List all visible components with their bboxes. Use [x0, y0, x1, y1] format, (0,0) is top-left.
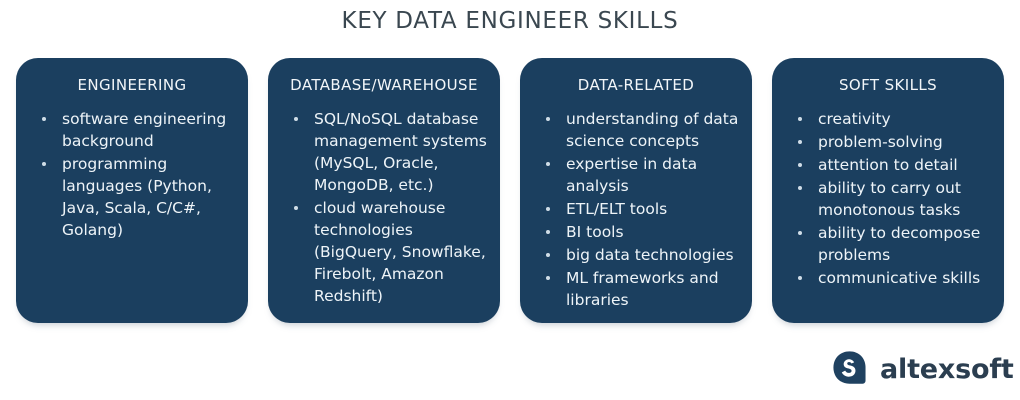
- list-item: software engineering background: [40, 108, 236, 152]
- list-item-label: attention to detail: [818, 156, 958, 174]
- list-item: attention to detail: [796, 154, 992, 176]
- list-item-label: cloud warehouse technologies (BigQuery, …: [314, 199, 486, 305]
- list-item-label: creativity: [818, 110, 891, 128]
- bullet-dot-icon: [546, 230, 550, 234]
- list-item-label: understanding of data science concepts: [566, 110, 739, 150]
- skill-card-engineering: ENGINEERING software engineering backgro…: [16, 58, 248, 323]
- skill-card-soft-skills: SOFT SKILLS creativity problem-solving a…: [772, 58, 1004, 323]
- bullet-dot-icon: [294, 117, 298, 121]
- list-item-label: ML frameworks and libraries: [566, 269, 719, 309]
- bullet-dot-icon: [546, 117, 550, 121]
- altexsoft-logo: altexsoft: [832, 348, 1014, 390]
- list-item: ability to carry out monotonous tasks: [796, 177, 992, 221]
- list-item: BI tools: [544, 221, 740, 243]
- list-item: ETL/ELT tools: [544, 198, 740, 220]
- card-bullet-list: SQL/NoSQL database management systems (M…: [280, 108, 488, 307]
- list-item-label: BI tools: [566, 223, 624, 241]
- bullet-dot-icon: [798, 186, 802, 190]
- list-item-label: expertise in data analysis: [566, 155, 698, 195]
- bullet-dot-icon: [294, 206, 298, 210]
- altexsoft-wordmark: altexsoft: [880, 353, 1014, 385]
- bullet-dot-icon: [546, 276, 550, 280]
- list-item: big data technologies: [544, 244, 740, 266]
- bullet-dot-icon: [546, 253, 550, 257]
- list-item-label: programming languages (Python, Java, Sca…: [62, 155, 212, 239]
- list-item: communicative skills: [796, 267, 992, 289]
- list-item-label: SQL/NoSQL database management systems (M…: [314, 110, 487, 194]
- bullet-dot-icon: [42, 117, 46, 121]
- list-item-label: problem-solving: [818, 133, 943, 151]
- list-item: understanding of data science concepts: [544, 108, 740, 152]
- list-item-label: communicative skills: [818, 269, 981, 287]
- list-item: ability to decompose problems: [796, 222, 992, 266]
- list-item: expertise in data analysis: [544, 153, 740, 197]
- list-item-label: ability to carry out monotonous tasks: [818, 179, 961, 219]
- skill-card-database-warehouse: DATABASE/WAREHOUSE SQL/NoSQL database ma…: [268, 58, 500, 323]
- bullet-dot-icon: [798, 163, 802, 167]
- list-item-label: big data technologies: [566, 246, 734, 264]
- skill-card-data-related: DATA-RELATED understanding of data scien…: [520, 58, 752, 323]
- card-title: SOFT SKILLS: [838, 76, 938, 94]
- card-title: DATA-RELATED: [577, 76, 695, 94]
- list-item: cloud warehouse technologies (BigQuery, …: [292, 197, 488, 307]
- bullet-dot-icon: [798, 140, 802, 144]
- card-bullet-list: understanding of data science concepts e…: [532, 108, 740, 311]
- list-item: creativity: [796, 108, 992, 130]
- list-item-label: ETL/ELT tools: [566, 200, 668, 218]
- list-item: ML frameworks and libraries: [544, 267, 740, 311]
- card-bullet-list: software engineering background programm…: [28, 108, 236, 241]
- bullet-dot-icon: [798, 231, 802, 235]
- list-item-label: software engineering background: [62, 110, 227, 150]
- bullet-dot-icon: [546, 207, 550, 211]
- bullet-dot-icon: [798, 117, 802, 121]
- card-title: ENGINEERING: [77, 76, 187, 94]
- bullet-dot-icon: [42, 162, 46, 166]
- card-title: DATABASE/WAREHOUSE: [290, 76, 478, 94]
- page-title: KEY DATA ENGINEER SKILLS: [341, 8, 679, 34]
- skill-cards-row: ENGINEERING software engineering backgro…: [16, 58, 1005, 323]
- list-item-label: ability to decompose problems: [818, 224, 981, 264]
- list-item: problem-solving: [796, 131, 992, 153]
- altexsoft-speech-bubble-icon: [833, 351, 866, 384]
- bullet-dot-icon: [546, 162, 550, 166]
- bullet-dot-icon: [798, 276, 802, 280]
- list-item: programming languages (Python, Java, Sca…: [40, 153, 236, 241]
- list-item: SQL/NoSQL database management systems (M…: [292, 108, 488, 196]
- card-bullet-list: creativity problem-solving attention to …: [784, 108, 992, 289]
